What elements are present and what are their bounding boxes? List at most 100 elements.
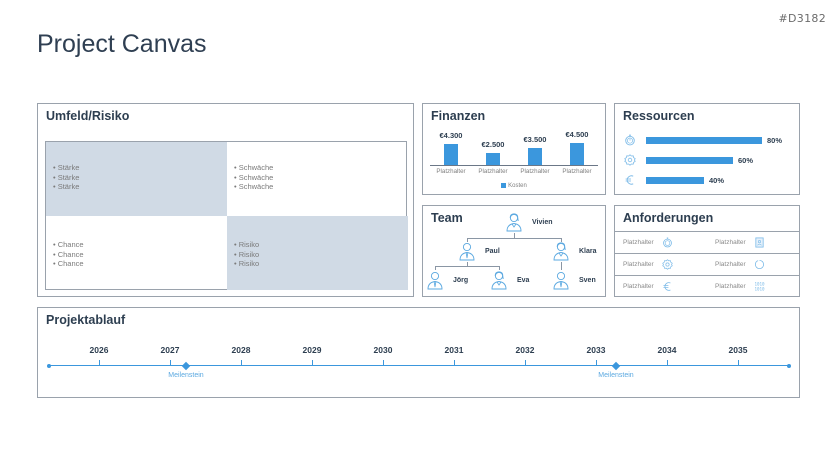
- list-item: • Risiko: [234, 259, 260, 268]
- requirement-label: Platzhalter: [623, 283, 654, 290]
- bar-value-label: €4.500: [565, 130, 589, 139]
- document-icon: [754, 237, 765, 248]
- resource-row: 40%: [623, 174, 724, 186]
- member-name: Eva: [517, 276, 530, 284]
- year-label: 2030: [373, 345, 393, 355]
- person-icon: [553, 242, 569, 261]
- year-label: 2027: [160, 345, 180, 355]
- legend-swatch: [501, 183, 507, 188]
- requirement-row: Platzhalter Platzhalter: [615, 231, 799, 252]
- list-item: • Stärke: [53, 182, 80, 191]
- panel-title: Team: [431, 211, 463, 225]
- gear-icon: [661, 259, 673, 270]
- ressourcen-panel: Ressourcen 80% 60% 40%: [614, 103, 800, 195]
- cycle-icon: [754, 259, 765, 270]
- requirement-item: Platzhalter: [623, 254, 673, 275]
- year-label: 2028: [231, 345, 251, 355]
- requirement-label: Platzhalter: [715, 239, 746, 246]
- category-label: Platzhalter: [562, 168, 592, 175]
- legend-label: Kosten: [508, 183, 527, 190]
- page-title: Project Canvas: [37, 30, 207, 58]
- euro-icon: [662, 281, 673, 292]
- list-item: • Chance: [53, 249, 84, 259]
- org-connector: [561, 262, 562, 270]
- requirement-item: Platzhalter: [715, 254, 765, 275]
- org-connector: [467, 238, 468, 242]
- panel-title: Umfeld/Risiko: [46, 109, 130, 123]
- year-label: 2031: [444, 345, 464, 355]
- bar: [570, 143, 584, 165]
- projektablauf-panel: Projektablauf 2026 2027 2028 2029 2030 2…: [37, 307, 800, 398]
- category-label: Platzhalter: [478, 168, 508, 175]
- org-connector: [561, 238, 562, 242]
- requirement-label: Platzhalter: [715, 261, 746, 268]
- team-member-joerg: Jörg: [426, 270, 468, 290]
- member-name: Paul: [485, 247, 500, 255]
- category-label: Platzhalter: [436, 168, 466, 175]
- timeline-axis: 2026 2027 2028 2029 2030 2031 2032 2033 …: [47, 345, 791, 379]
- person-icon: [491, 271, 507, 290]
- requirement-item: Platzhalter: [715, 232, 765, 253]
- svg-text:1010: 1010: [754, 287, 765, 292]
- org-connector: [435, 266, 499, 267]
- document-id: #D3182: [778, 12, 826, 25]
- resource-bar: [646, 136, 762, 144]
- quadrant-chancen: • Chance • Chance • Chance: [46, 216, 227, 290]
- bar: [528, 148, 542, 165]
- org-connector: [467, 262, 468, 266]
- timeline-end-dot: [787, 363, 791, 368]
- team-panel: Team Vivien Paul Klara Jörg Eva Sven: [422, 205, 606, 297]
- year-tick: [383, 360, 384, 365]
- bar-group: €3.500: [514, 135, 556, 165]
- member-name: Klara: [579, 247, 597, 255]
- year-label: 2026: [89, 345, 109, 355]
- panel-title: Finanzen: [431, 109, 486, 123]
- gear-icon: [623, 154, 637, 166]
- bar-group: €4.500: [556, 130, 598, 165]
- team-member-klara: Klara: [552, 241, 597, 261]
- list-item: • Stärke: [53, 172, 80, 182]
- resource-row: 60%: [623, 154, 753, 166]
- panel-title: Projektablauf: [46, 313, 126, 327]
- member-name: Jörg: [453, 276, 469, 284]
- stopwatch-icon: [662, 237, 673, 248]
- org-connector: [514, 233, 515, 238]
- bar: [486, 153, 500, 165]
- person-icon: [427, 271, 443, 290]
- year-tick: [312, 360, 313, 365]
- org-connector: [435, 266, 436, 270]
- year-tick: [596, 360, 597, 365]
- resource-value: 80%: [767, 135, 783, 145]
- milestone-marker: [611, 361, 621, 370]
- bar-value-label: €2.500: [481, 140, 505, 149]
- bar-value-label: €3.500: [523, 135, 547, 144]
- list-item: • Chance: [53, 259, 84, 268]
- bar-group: €4.300: [430, 131, 472, 165]
- chart-legend: Kosten: [423, 183, 605, 189]
- person-icon: [506, 213, 522, 232]
- year-label: 2035: [728, 345, 748, 355]
- year-label: 2033: [586, 345, 606, 355]
- list-item: • Chance: [53, 240, 84, 249]
- anforderungen-panel: Anforderungen Platzhalter Platzhalter Pl…: [614, 205, 800, 297]
- year-tick: [241, 360, 242, 365]
- member-name: Vivien: [532, 218, 553, 226]
- milestone-label: Meilenstein: [598, 372, 634, 379]
- resource-row: 80%: [623, 134, 782, 146]
- year-tick: [170, 360, 171, 365]
- year-label: 2029: [302, 345, 322, 355]
- bar: [444, 144, 458, 165]
- umfeld-risiko-panel: Umfeld/Risiko • Stärke • Stärke • Stärke…: [37, 103, 414, 297]
- quadrant-staerken: • Stärke • Stärke • Stärke: [46, 142, 227, 216]
- resource-value: 40%: [709, 175, 725, 185]
- team-member-paul: Paul: [458, 241, 500, 261]
- panel-title: Anforderungen: [623, 211, 714, 225]
- panel-title: Ressourcen: [623, 109, 695, 123]
- swot-matrix: • Stärke • Stärke • Stärke • Schwäche • …: [45, 141, 408, 290]
- resource-bar: [646, 176, 704, 184]
- team-member-eva: Eva: [490, 270, 529, 290]
- year-tick: [99, 360, 100, 365]
